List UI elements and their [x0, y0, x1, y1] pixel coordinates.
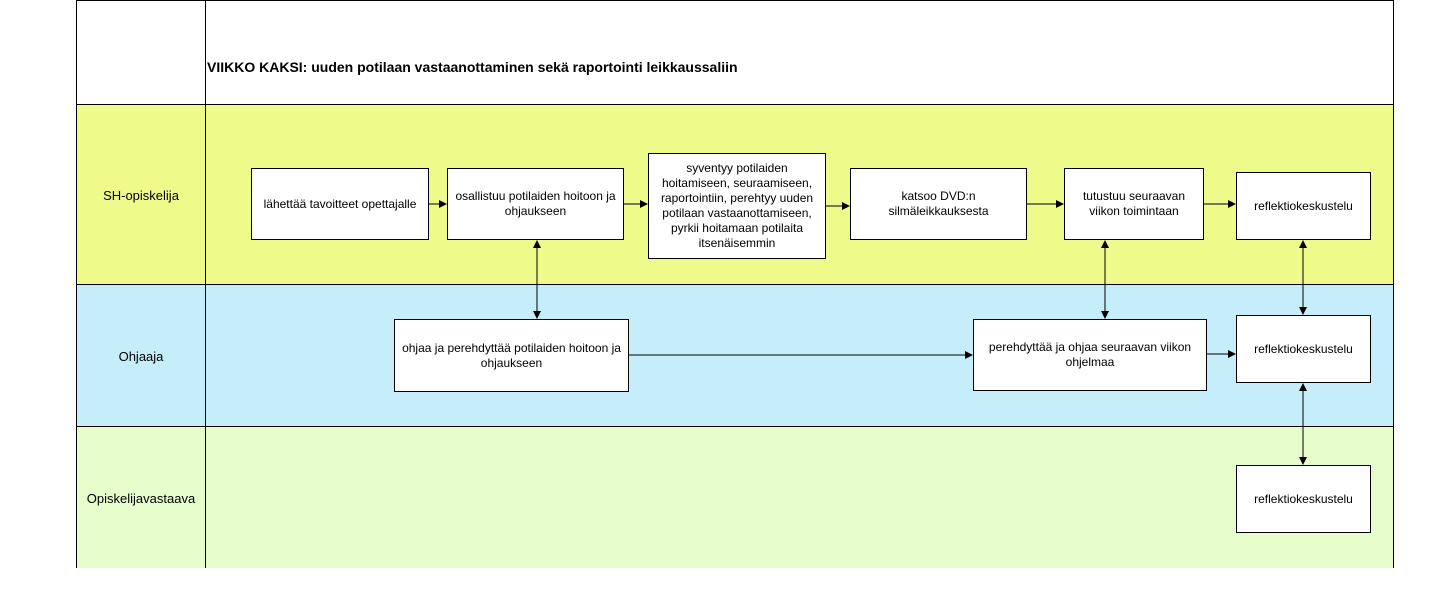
step-watch-dvd[interactable]: katsoo DVD:n silmäleikkauksesta [850, 168, 1027, 240]
lane-opiskelijavastaava: Opiskelijavastaava [77, 426, 1393, 568]
step-guide-care[interactable]: ohjaa ja perehdyttää potilaiden hoitoon … [394, 319, 629, 392]
swimlane-diagram: VIIKKO KAKSI: uuden potilaan vastaanotta… [76, 0, 1394, 568]
header-band: VIIKKO KAKSI: uuden potilaan vastaanotta… [77, 1, 1393, 105]
step-participate-care[interactable]: osallistuu potilaiden hoitoon ja ohjauks… [447, 168, 624, 240]
lane-label-ohjaaja: Ohjaaja [118, 348, 164, 364]
step-next-week[interactable]: tutustuu seuraavan viikon toimintaan [1064, 168, 1204, 240]
step-guide-next-week[interactable]: perehdyttää ja ohjaa seuraavan viikon oh… [973, 319, 1207, 391]
step-reflection-supervisor[interactable]: reflektiokeskustelu [1236, 315, 1371, 383]
step-deepen-care[interactable]: syventyy potilaiden hoitamiseen, seuraam… [648, 153, 826, 259]
step-reflection-coordinator[interactable]: reflektiokeskustelu [1236, 465, 1371, 533]
lane-label-opiskelijavastaava: Opiskelijavastaava [86, 490, 196, 506]
diagram-title: VIIKKO KAKSI: uuden potilaan vastaanotta… [207, 59, 738, 75]
step-reflection-student[interactable]: reflektiokeskustelu [1236, 172, 1371, 240]
lane-label-sh-opiskelija: SH-opiskelija [103, 187, 179, 203]
step-send-goals[interactable]: lähettää tavoitteet opettajalle [251, 168, 429, 240]
